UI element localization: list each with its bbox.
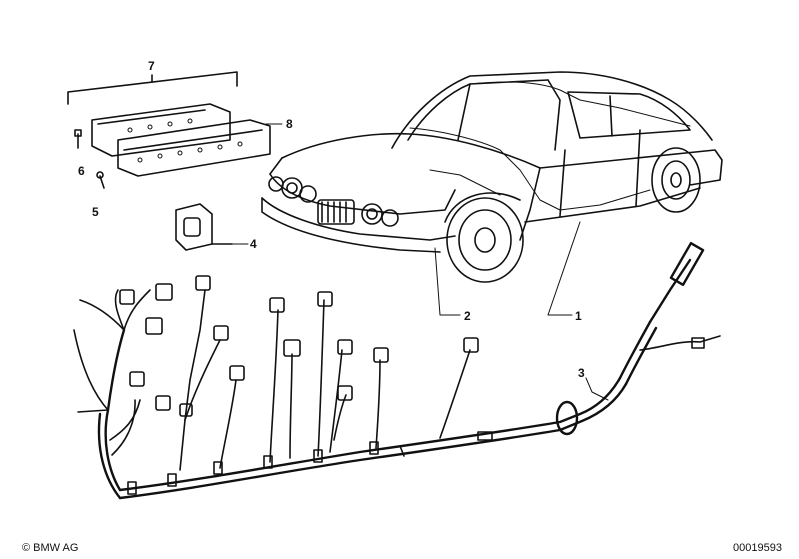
copyright-text: © BMW AG <box>22 542 78 554</box>
car-illustration <box>261 71 723 283</box>
callout-label-8: 8 <box>286 117 293 131</box>
callout-label-3: 3 <box>578 366 585 380</box>
switch-component <box>175 203 233 251</box>
callout-label-6: 6 <box>78 164 85 178</box>
instrument-cluster <box>67 71 271 189</box>
callout-label-5: 5 <box>92 205 99 219</box>
callout-label-2: 2 <box>464 309 471 323</box>
part-number-text: 00019593 <box>733 542 782 554</box>
callout-label-4: 4 <box>250 237 257 251</box>
leader-lines <box>231 123 609 401</box>
callout-label-1: 1 <box>575 309 582 323</box>
callout-label-7: 7 <box>148 59 155 73</box>
main-wiring-harness <box>73 241 721 500</box>
